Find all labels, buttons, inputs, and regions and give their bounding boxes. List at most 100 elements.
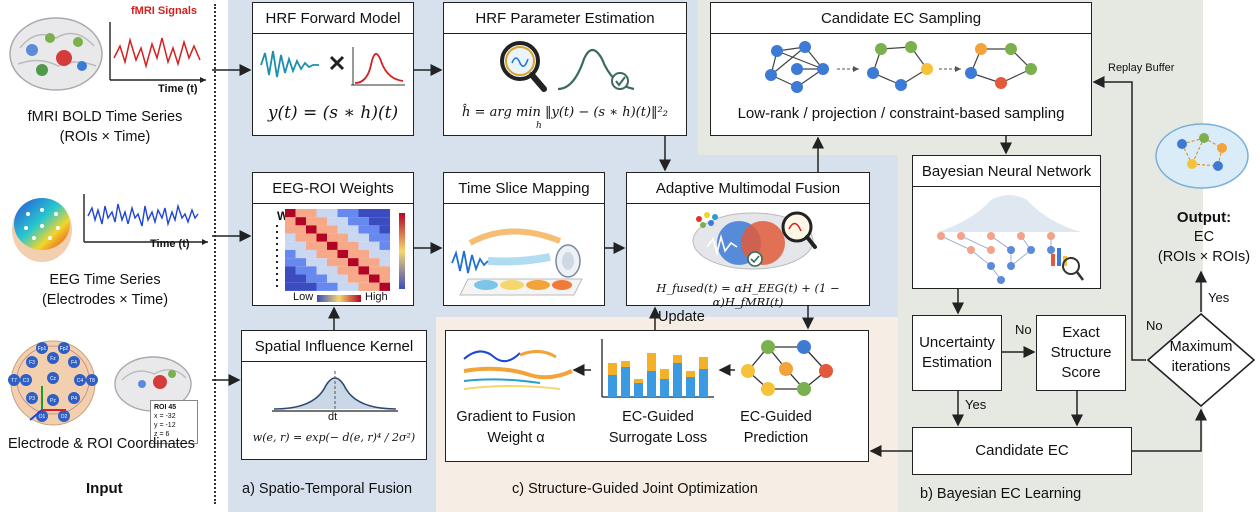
surrogate-bar-base — [660, 379, 669, 397]
prediction-graph-icon — [741, 340, 833, 396]
sampling-graphs-illustration — [765, 41, 1037, 93]
hrf-forward-model-box: HRF Forward Model y(t) = (s ∗ h)(t) — [252, 2, 414, 136]
hrf-parameter-equation-subscript: h — [536, 121, 542, 131]
maximum-iterations-line1: Maximum — [1169, 339, 1233, 355]
heatmap-cell — [295, 266, 306, 275]
heatmap-cell — [285, 225, 296, 234]
electrode-dot — [47, 352, 59, 364]
joint-optimization-box: Gradient to Fusion Weight α EC-Guided Su… — [445, 330, 869, 462]
heatmap-cell — [285, 258, 296, 267]
input-separator-line — [214, 4, 216, 504]
surrogate-bar-base — [634, 383, 643, 397]
heatmap-cell — [306, 266, 317, 275]
heatmap-cell — [337, 241, 348, 250]
electrode-label: C4 — [77, 378, 84, 384]
heatmap-cell — [358, 282, 369, 291]
electrode-label: T7 — [11, 378, 17, 384]
magnifier-icon — [500, 41, 635, 92]
eeg-head-illustration — [12, 198, 72, 262]
electrode-label: Pz — [50, 398, 56, 404]
electrode-dot — [58, 342, 70, 354]
heatmap-cell — [306, 282, 317, 291]
heatmap-cell — [306, 241, 317, 250]
heatmap-cell — [348, 217, 359, 226]
joint-optimization-label: c) Structure-Guided Joint Optimization — [512, 481, 758, 497]
heatmap-cell — [327, 225, 338, 234]
maximum-iterations-diamond — [1146, 312, 1256, 408]
electrode-dot — [20, 374, 32, 386]
electrode-label: Cz — [50, 376, 57, 382]
heatmap-cell — [285, 217, 296, 226]
candidate-ec-sampling-caption: Low-rank / projection / constraint-based… — [737, 105, 1065, 122]
electrode-label: P4 — [71, 396, 77, 402]
heatmap-cell — [316, 241, 327, 250]
decision-yes-label: Yes — [1208, 290, 1230, 305]
heatmap-cell — [327, 274, 338, 283]
heatmap-cell — [295, 258, 306, 267]
heatmap-cell — [369, 209, 380, 218]
heatmap-cell — [348, 209, 359, 218]
heatmap-cell — [316, 217, 327, 226]
heatmap-legend-gradient — [317, 295, 361, 302]
heatmap-cell — [337, 233, 348, 242]
electrode-label: Fp2 — [60, 346, 69, 352]
heatmap-cell — [379, 282, 390, 291]
time-slice-illustration — [451, 228, 583, 296]
electrode-dot — [74, 374, 86, 386]
electrode-label: Fp1 — [38, 346, 47, 352]
spatial-kernel-box: Spatial Influence Kernel dt w(e, r) = ex… — [241, 330, 427, 460]
uncertainty-no-label: No — [1015, 322, 1032, 337]
electrode-dot — [26, 356, 38, 368]
prediction-caption-line1: EC-Guided — [740, 409, 812, 425]
surrogate-bar-top — [660, 369, 669, 379]
heatmap-cell — [327, 217, 338, 226]
surrogate-bar-top — [608, 363, 617, 375]
heatmap-cell — [337, 217, 348, 226]
surrogate-loss-chart — [601, 339, 714, 398]
heatmap-cell — [285, 209, 296, 218]
adaptive-fusion-title: Adaptive Multimodal Fusion — [627, 173, 869, 204]
heatmap-cell — [337, 225, 348, 234]
heatmap-cell — [295, 225, 306, 234]
heatmap-cell — [306, 249, 317, 259]
heatmap-cell — [348, 258, 359, 267]
candidate-ec-sampling-box: Candidate EC Sampling Low-rank / project… — [710, 2, 1092, 136]
heatmap-cell — [316, 209, 327, 218]
heatmap-cell — [369, 241, 380, 250]
heatmap-cell — [295, 233, 306, 242]
surrogate-bar-top — [673, 355, 682, 363]
decision-no-label: No — [1146, 318, 1163, 333]
exact-line3: Score — [1061, 364, 1101, 382]
electrode-label: T8 — [89, 378, 95, 384]
heatmap-cell — [316, 233, 327, 242]
bayesian-neural-network-title: Bayesian Neural Network — [913, 156, 1100, 187]
electrode-dot — [68, 356, 80, 368]
surrogate-bar-top — [621, 361, 630, 367]
fmri-brain-illustration — [9, 17, 103, 91]
heatmap-cell — [369, 217, 380, 226]
heatmap-cell — [295, 209, 306, 218]
output-ec: EC — [1193, 229, 1215, 246]
hrf-parameter-equation: ĥ = arg min ‖y(t) − (s ∗ h)(t)‖²₂ — [462, 105, 668, 120]
adaptive-fusion-equation: H_fused(t) = αH_EEG(t) + (1 − α)H_fMRI(t… — [656, 281, 840, 309]
replay-buffer-label: Replay Buffer — [1108, 62, 1175, 74]
surrogate-bar-base — [699, 369, 708, 397]
exact-line2: Structure — [1050, 343, 1112, 361]
heatmap-cell — [379, 266, 390, 275]
heatmap-cell — [358, 233, 369, 242]
gradient-caption: Gradient to Fusion Weight α — [446, 407, 586, 449]
output-shape: (ROIs × ROIs) — [1157, 248, 1251, 265]
hrf-forward-model-title: HRF Forward Model — [253, 3, 413, 34]
fmri-caption-line1: fMRI BOLD Time Series — [27, 109, 183, 125]
heatmap-cell — [285, 241, 296, 250]
uncertainty-line1: Uncertainty — [919, 333, 995, 351]
uncertainty-estimation-box: Uncertainty Estimation — [912, 315, 1002, 391]
eeg-roi-weights-box: EEG-ROI Weights W Low High — [252, 172, 414, 306]
coordinate-caption: Electrode & ROI Coordinates — [8, 436, 195, 452]
heatmap-cell — [306, 217, 317, 226]
heatmap-cell — [316, 258, 327, 267]
heatmap-cell — [369, 282, 380, 291]
gradient-icon — [463, 350, 573, 390]
roi-box-title: ROI 45 — [154, 404, 177, 411]
